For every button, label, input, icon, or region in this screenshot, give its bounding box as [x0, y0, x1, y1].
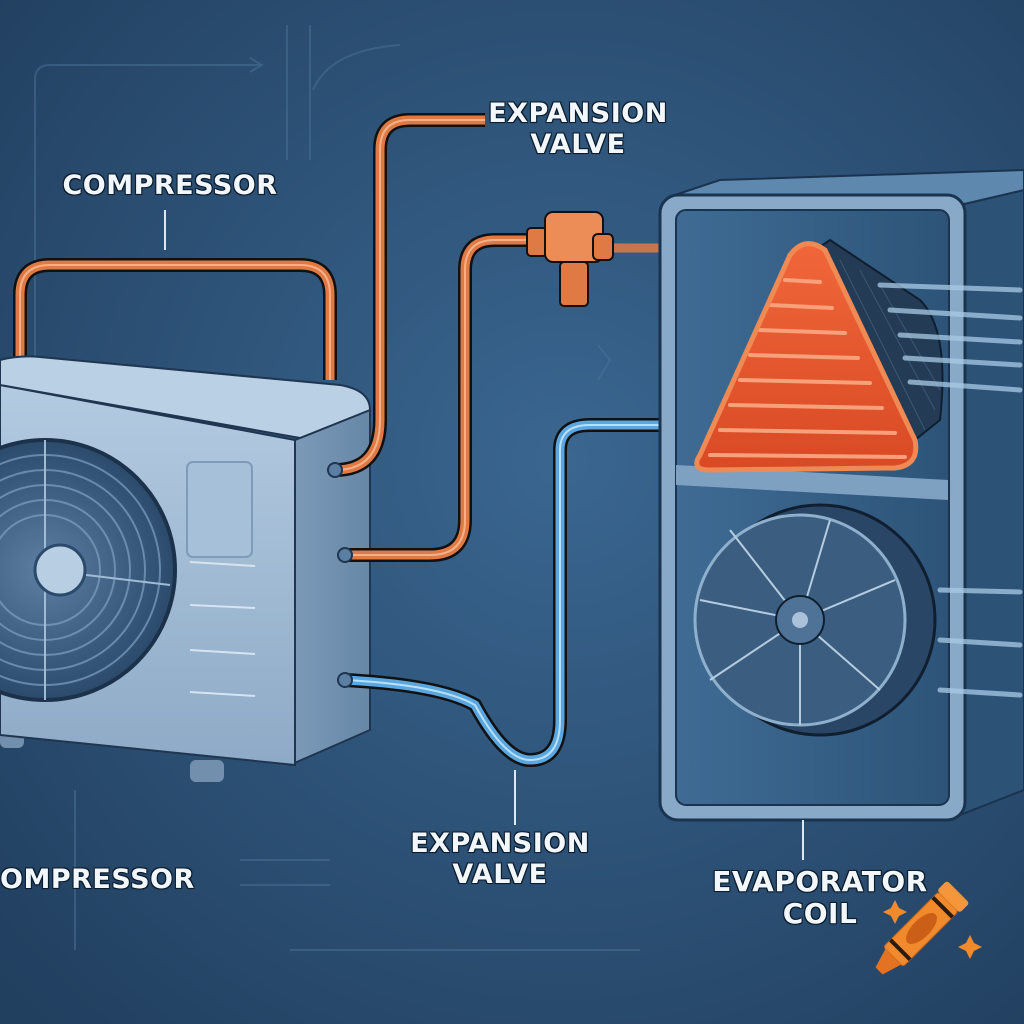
label-evaporator-coil: EVAPORATOR COIL — [700, 865, 940, 931]
label-compressor-top: COMPRESSOR — [62, 170, 278, 201]
refrigerant-pipes — [327, 113, 745, 768]
expansion-valve-fitting — [526, 211, 614, 307]
label-expansion-valve-top: EXPANSION VALVE — [478, 98, 678, 160]
crayon-icon — [875, 881, 969, 975]
label-evaporator-coil-line1: EVAPORATOR — [712, 865, 928, 898]
label-expansion-valve-bottom: EXPANSION VALVE — [400, 828, 600, 890]
label-evaporator-coil-line2: COIL — [782, 897, 858, 931]
label-expansion-valve-top-line1: EXPANSION — [488, 98, 668, 129]
label-expansion-valve-bottom-line2: VALVE — [452, 859, 548, 891]
label-expansion-valve-top-line2: VALVE — [530, 129, 626, 161]
label-compressor-bottom: OMPRESSOR — [0, 864, 195, 895]
label-expansion-valve-bottom-line1: EXPANSION — [410, 828, 590, 859]
indoor-unit — [658, 168, 1024, 822]
